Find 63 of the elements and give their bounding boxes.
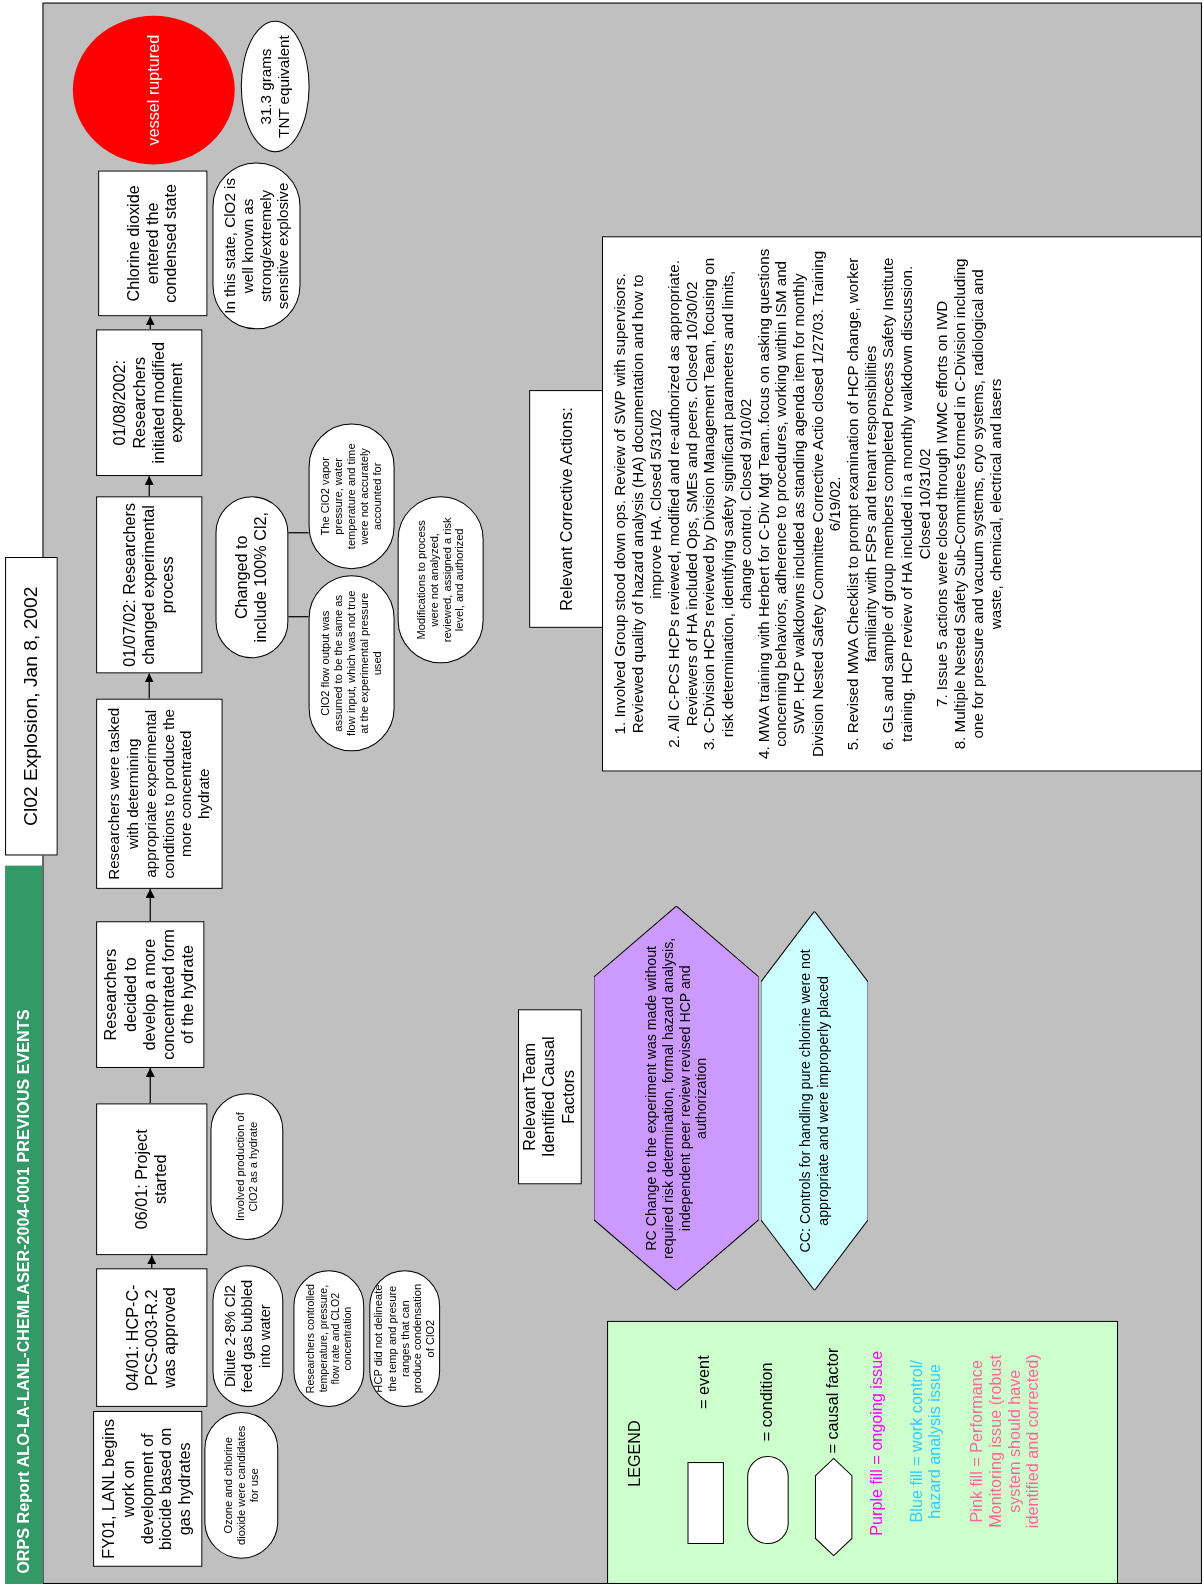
heading-box bbox=[529, 390, 605, 628]
event-text: Chlorine dioxide entered the condensed state bbox=[124, 183, 181, 305]
action-item: 2. All C-PCS HCPs reviewed, modified and re-authorized as appropriate. Reviewers of HA included Ops, SMEs and peers. Closed 10/30/02 bbox=[664, 259, 701, 750]
event-text: 01/07/02: Researchers changed experimental process bbox=[120, 502, 177, 668]
heading-text: Cl02 Explosion, Jan 8, 2002 bbox=[20, 586, 43, 826]
event-text: Researchers decided to develop a more concentrated form of the hydrate bbox=[102, 928, 198, 1062]
causal-factor-hexagon bbox=[760, 911, 869, 1291]
causal-factor-text: CC: Controls for handling pure chlorine were not appropriate and were improperly placed bbox=[797, 948, 832, 1255]
legend-text: Blue fill = work control/ hazard analysis issue bbox=[907, 1359, 945, 1525]
action-item: 4. MWA training with Herbert for C-Div Mgt Team..focus on asking questions concerning behaviors, adherence to procedures, working within ISM and SWP. HCP walkdowns included as standing agenda item for monthly Division Nested Safety Committee Corrective Actio closed 1/27/03. Training 6/19/02. bbox=[754, 247, 844, 761]
heading-text: Relevant Team Identified Causal Factors bbox=[521, 1035, 578, 1160]
heading-box bbox=[518, 1009, 582, 1185]
action-item: 3. C-Division HCPs reviewed by Division Management Team, focusing on risk determination, identifying safety significant parameters and limits, change control. Closed 9/10/02 bbox=[700, 256, 755, 753]
condition-text: In this state, ClO2 is well known as strong/extremely sensitive explosive bbox=[220, 177, 293, 316]
action-item: 8. Multiple Nested Safety Sub-Committees formed in C-Division including one for pressure and vacuum systems, cryo systems, radiological and waste, chemical, electrical and lasers bbox=[951, 257, 1005, 752]
event-box bbox=[96, 329, 203, 477]
condition-text: Dilute 2-8% Cl2 feed gas bubbled into water bbox=[221, 1278, 274, 1394]
event-text: FY01, LANL begins work on development of biocide based on gas hydrates bbox=[100, 1417, 195, 1561]
event-text: Researchers were tasked with determining appropriate experimental conditions to produce the more concentrated hydrate bbox=[105, 706, 214, 882]
arrow bbox=[147, 1254, 157, 1269]
legend-text: = causal factor bbox=[823, 1347, 842, 1454]
event-box bbox=[96, 1103, 208, 1256]
action-item: 7. Issue 5 actions were closed through IWMC efforts on IWD bbox=[933, 300, 952, 708]
arrow bbox=[145, 1067, 155, 1104]
causal-factor-hexagon bbox=[593, 906, 759, 1291]
actions-box bbox=[602, 236, 1202, 772]
legend-text: = condition bbox=[757, 1362, 776, 1442]
event-box bbox=[98, 170, 208, 317]
condition-text: Researchers controlled temperature, pressure, flow rate and CLO2 concentration bbox=[303, 1283, 354, 1394]
legend-text: Purple fill = ongoing issue bbox=[868, 1349, 887, 1538]
event-text: 31.3 grams TNT equivalent bbox=[257, 34, 294, 140]
heading-text: Relevant Corrective Actions: bbox=[557, 407, 576, 611]
arrow bbox=[144, 475, 154, 497]
legend-text: = event bbox=[695, 1355, 714, 1409]
condition-text: Modifications to process were not analyzed, reviewed, assigned a risk level, and authorized bbox=[414, 516, 467, 645]
legend-heading: LEGEND bbox=[626, 1420, 645, 1487]
arrow bbox=[144, 672, 154, 700]
connector-line bbox=[287, 532, 310, 534]
condition-text: Changed to include 100% Cl2, bbox=[232, 511, 271, 645]
event-text: 04/01: HCP-C-PCS-003-R.2 was approved bbox=[123, 1283, 180, 1393]
condition-text: Ozone and chlorine dioxide were candidates for use bbox=[221, 1425, 261, 1546]
heading-box bbox=[5, 557, 58, 856]
action-item: 5. Revised MWA Checklist to prompt examination of HCP change, worker familiarity with FSPs and tenant responsibilities bbox=[843, 256, 880, 753]
condition-text: HCP did not delineate the temp and presure ranges that can produce condensation of ClO2 bbox=[371, 1283, 438, 1394]
connector-line bbox=[287, 616, 310, 618]
event-box bbox=[96, 698, 223, 889]
title-banner: ORPS Report ALO-LA-LANL-CHEMLASER-2004-0001 PREVIOUS EVENTS bbox=[5, 865, 43, 1584]
action-item: 6. GLs and sample of group members completed Process Safety Institute training. HCP review of HA included in a monthly walkdown discussion. Closed 10/31/02 bbox=[879, 256, 934, 753]
condition-text: Involved production of ClO2 as a hydrate bbox=[233, 1111, 260, 1224]
event-text: vessel ruptured bbox=[144, 34, 163, 146]
condition-text: ClO2 flow output was assumed to be the same as flow input, which was not true at the experimental pressure used bbox=[318, 589, 385, 738]
event-box bbox=[96, 496, 203, 674]
causal-factor-text: RC Change to the experiment was made without required risk determination, formal hazard analysis, independent peer review revised HCP and authorization bbox=[642, 936, 710, 1261]
arrow bbox=[145, 888, 155, 922]
event-box bbox=[96, 1268, 208, 1407]
event-text: 06/01: Project started bbox=[132, 1128, 170, 1232]
event-text: 01/08/2002: Researchers initiated modified experiment bbox=[111, 341, 187, 466]
event-box bbox=[96, 921, 205, 1068]
arrow bbox=[145, 315, 155, 330]
event-box bbox=[93, 1410, 203, 1567]
legend-text: Pink fill = Performance Monitoring issue (robust system should have identified and corrected) bbox=[968, 1353, 1043, 1531]
action-item: 1. Involved Group stood down ops. Review of SWP with supervisors. Reviewed quality of hazard analysis (HA) documentation and how to improve HA. Closed 5/31/02 bbox=[611, 272, 665, 737]
condition-text: The ClO2 vapor pressure, water temperature and time were not accurately accounted for bbox=[318, 442, 385, 552]
